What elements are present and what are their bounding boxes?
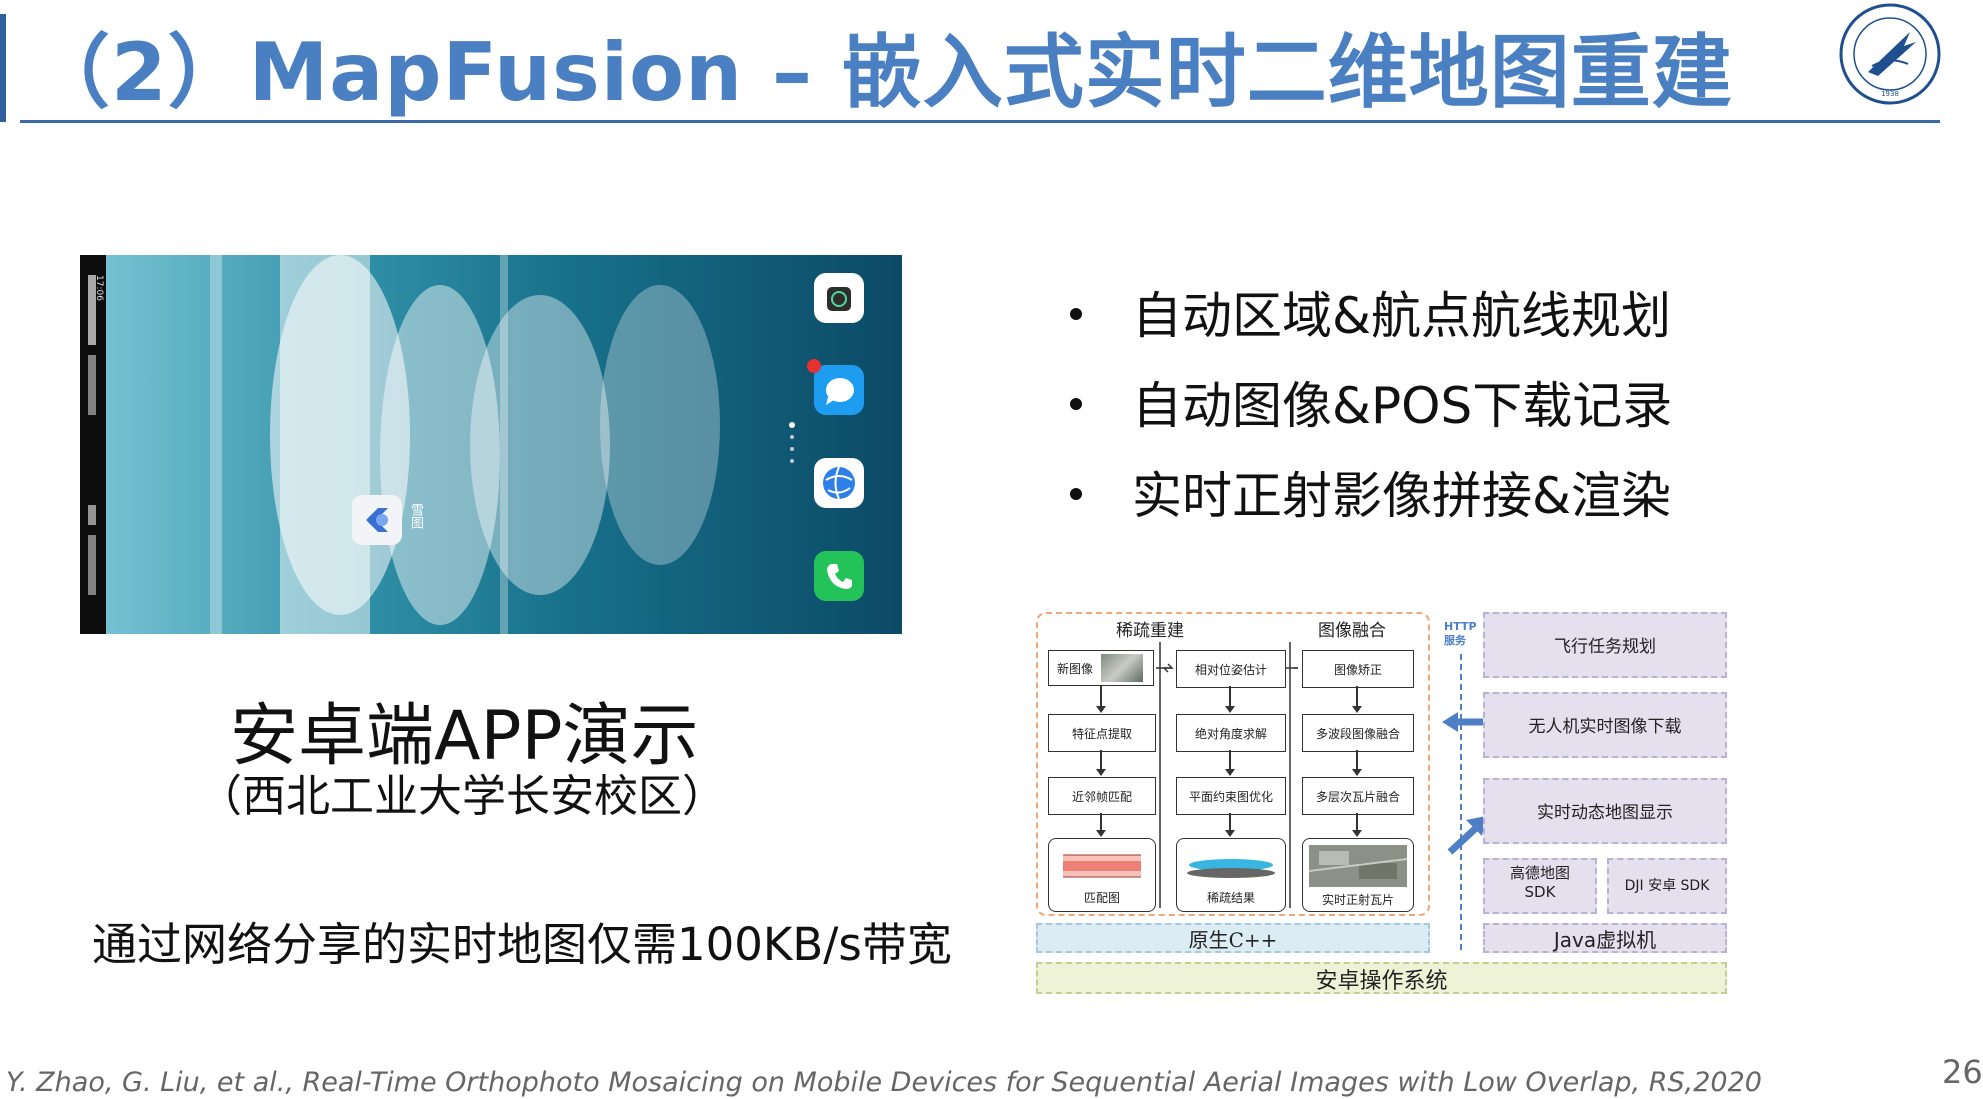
bullet-dot-icon (1070, 307, 1082, 320)
architecture-diagram: 稀疏重建 图像融合 新图像 特征点提取 近邻帧匹配 匹配图 相对位姿估计 绝对角… (1036, 612, 1728, 998)
notification-badge (807, 359, 821, 373)
flow-arrow-icon (1096, 769, 1106, 776)
image-download-service (1483, 692, 1727, 758)
image-rectification-step: 图像矫正 (1302, 650, 1414, 688)
multiband-fusion-step: 多波段图像融合 (1302, 714, 1414, 752)
flow-arrow-icon (1352, 830, 1362, 837)
flow-arrow-icon (1352, 769, 1362, 776)
phone-app-icon[interactable] (814, 551, 864, 601)
flow-arrow-icon (1225, 706, 1235, 713)
bullet-item: 自动区域&航点航线规划 (1070, 276, 1671, 348)
ocean-wallpaper (80, 255, 902, 634)
flow-arrow-icon (1352, 706, 1362, 713)
campus-caption: （西北工业大学长安校区） (198, 771, 726, 822)
sparse-reconstruction-title: 稀疏重建 (1116, 621, 1184, 641)
map-display-service (1483, 778, 1727, 844)
absolute-angle-step: 绝对角度求解 (1176, 714, 1286, 752)
bandwidth-caption: 通过网络分享的实时地图仅需100KB/s带宽 (92, 918, 952, 971)
service-arrows (1442, 712, 1486, 855)
status-bar (80, 255, 106, 634)
flow-arrow-icon (1096, 706, 1106, 713)
title-accent-bar (0, 14, 6, 122)
plane-graph-optimization-step: 平面约束图优化 (1176, 777, 1286, 815)
title-underline (20, 120, 1940, 123)
new-image-step: 新图像 (1048, 650, 1154, 686)
bullet-dot-icon (1070, 397, 1082, 410)
university-logo-icon: 1938 (1839, 3, 1941, 105)
status-time: 17:06 (94, 275, 104, 301)
messages-app-icon[interactable] (814, 365, 864, 415)
bullet-item: 实时正射影像拼接&渲染 (1070, 456, 1671, 528)
page-number: 26 (1942, 1053, 1983, 1091)
bullet-dot-icon (1070, 487, 1082, 500)
app-label: 雪图 (408, 503, 423, 529)
match-graph-result: 匹配图 (1048, 838, 1156, 912)
dji-sdk (1607, 858, 1727, 914)
browser-app-icon[interactable] (814, 458, 864, 508)
camera-app-icon[interactable] (814, 273, 864, 323)
flow-arrow-icon (1096, 830, 1106, 837)
neighbor-matching-step: 近邻帧匹配 (1048, 777, 1156, 815)
pipeline-connectors (1156, 642, 1298, 908)
java-vm-layer (1483, 923, 1727, 953)
demo-caption: 安卓端APP演示 (230, 697, 699, 776)
android-app-screenshot: 17:06 雪图 (80, 255, 902, 634)
http-service-label: HTTP 服务 (1444, 620, 1477, 647)
multilevel-tile-fusion-step: 多层次瓦片融合 (1302, 777, 1414, 815)
http-divider (1460, 654, 1462, 950)
mapfusion-app-icon[interactable] (352, 495, 402, 545)
flow-arrow-icon (1225, 830, 1235, 837)
orthophoto-tile-result: 实时正射瓦片 (1302, 838, 1414, 912)
native-cpp-layer (1036, 923, 1430, 953)
android-os-layer (1036, 962, 1727, 994)
feature-extraction-step: 特征点提取 (1048, 714, 1156, 752)
flight-planning-service (1483, 612, 1727, 678)
citation-footer: Y. Zhao, G. Liu, et al., Real-Time Ortho… (6, 1067, 1762, 1098)
bullet-item: 自动图像&POS下载记录 (1070, 366, 1672, 438)
svg-text:1938: 1938 (1881, 90, 1899, 98)
flow-arrow-icon (1225, 769, 1235, 776)
amap-sdk (1483, 858, 1597, 914)
relative-pose-step: 相对位姿估计 (1176, 650, 1286, 688)
sparse-result: 稀疏结果 (1176, 838, 1286, 912)
slide-title: （2）MapFusion – 嵌入式实时二维地图重建 (30, 26, 1733, 119)
image-fusion-title: 图像融合 (1318, 621, 1386, 641)
